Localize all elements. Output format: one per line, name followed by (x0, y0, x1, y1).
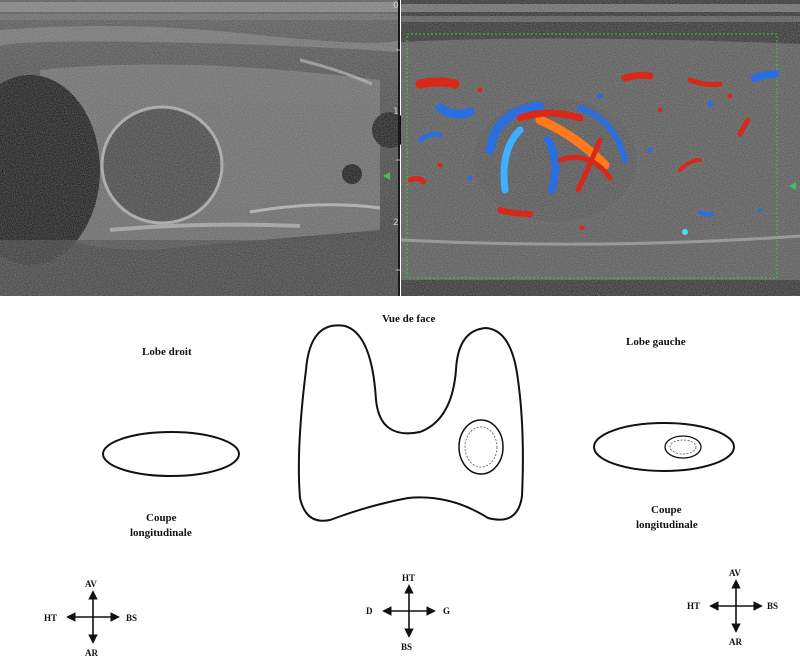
axis-left-label: D (366, 606, 373, 616)
right-lobe-cut-label-2: longitudinale (130, 527, 192, 539)
thyroid-front-view-outline (297, 324, 524, 522)
depth-scale: 0 1 2 (393, 0, 400, 296)
right-lobe-section (102, 431, 240, 477)
axis-right-label: G (443, 606, 450, 616)
ultrasound-image-panel: 0 1 2 (0, 0, 800, 296)
axis-up-label: AV (85, 579, 97, 589)
depth-tick-0: 0 (393, 1, 399, 11)
axis-down-label: AR (729, 637, 742, 647)
right-lobe-cut-label: Coupe (146, 512, 177, 524)
front-view-title: Vue de face (382, 313, 435, 325)
thyroid-schematic-diagram: Lobe droit Coupe longitudinale Vue de fa… (44, 313, 778, 658)
axis-up-label: HT (402, 573, 415, 583)
nodule-texture (464, 426, 498, 468)
axis-right-label: BS (126, 613, 137, 623)
focus-marker-icon (789, 182, 796, 190)
right-lobe-title: Lobe droit (142, 346, 192, 358)
axis-up-label: AV (729, 568, 741, 578)
doppler-roi-box (406, 33, 778, 279)
orientation-cross-right: AV AR HT BS (44, 579, 137, 658)
orientation-cross-left: AV AR HT BS (687, 568, 778, 647)
depth-tick-2: 2 (393, 218, 399, 228)
axis-down-label: AR (85, 648, 98, 658)
depth-tick-1: 1 (393, 107, 399, 117)
color-doppler-image (400, 0, 800, 296)
left-lobe-cut-label-2: longitudinale (636, 519, 698, 531)
left-lobe-title: Lobe gauche (626, 336, 686, 348)
left-lobe-cut-label: Coupe (651, 504, 682, 516)
left-lobe-section (593, 422, 735, 472)
axis-down-label: BS (401, 642, 412, 652)
nodule-left-lobe (664, 435, 702, 459)
nodule-texture (669, 439, 697, 455)
b-mode-image (0, 0, 408, 296)
nodule-front-view (458, 419, 504, 475)
orientation-cross-front: HT BS D G (366, 573, 450, 652)
axis-left-label: HT (44, 613, 57, 623)
doppler-flow-signals (407, 70, 779, 235)
axis-right-label: BS (767, 601, 778, 611)
focus-marker-icon (383, 172, 390, 180)
axis-left-label: HT (687, 601, 700, 611)
